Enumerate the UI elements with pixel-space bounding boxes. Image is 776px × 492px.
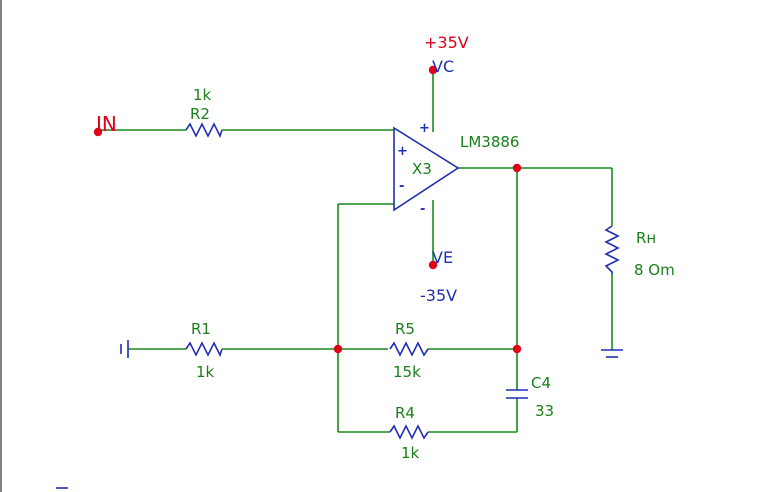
node-feedback bbox=[333, 344, 343, 354]
node-output bbox=[512, 163, 522, 173]
resistor-rh bbox=[604, 225, 620, 274]
label-vc: VC bbox=[432, 57, 454, 76]
label-r1-name: R1 bbox=[191, 320, 211, 338]
label-in: IN bbox=[96, 112, 117, 136]
label-supply-plus: + bbox=[419, 121, 430, 136]
label-r2-name: R2 bbox=[190, 105, 210, 123]
label-r5-name: R5 bbox=[395, 320, 415, 338]
resistor-r1 bbox=[185, 341, 223, 358]
label-supply-minus: - bbox=[420, 202, 425, 217]
label-r1-value: 1k bbox=[196, 363, 215, 381]
label-rh-name: Rн bbox=[636, 229, 656, 247]
resistor-r2 bbox=[185, 122, 223, 139]
opamp-x3 bbox=[393, 126, 460, 212]
node-in bbox=[93, 127, 103, 137]
label-r2-value: 1k bbox=[193, 86, 212, 104]
label-c4-name: C4 bbox=[531, 374, 551, 392]
node-vc bbox=[428, 65, 438, 75]
label-rh-value: 8 Om bbox=[634, 261, 675, 279]
resistor-r4 bbox=[389, 424, 429, 440]
label-r4-name: R4 bbox=[395, 404, 415, 422]
label-r4-value: 1k bbox=[401, 444, 420, 462]
node-r5-out bbox=[512, 344, 522, 354]
label-c4-value: 33 bbox=[535, 402, 554, 420]
label-vplus: +35V bbox=[424, 33, 469, 52]
label-input-plus: + bbox=[397, 144, 408, 159]
resistor-r5 bbox=[389, 341, 429, 357]
label-opamp-part: LM3886 bbox=[460, 133, 519, 151]
label-r5-value: 15k bbox=[393, 363, 421, 381]
label-opamp-name: X3 bbox=[412, 160, 432, 178]
label-input-minus: - bbox=[399, 179, 404, 194]
node-ve bbox=[428, 260, 438, 270]
label-ve: VE bbox=[432, 248, 453, 267]
label-vminus: -35V bbox=[420, 286, 457, 305]
